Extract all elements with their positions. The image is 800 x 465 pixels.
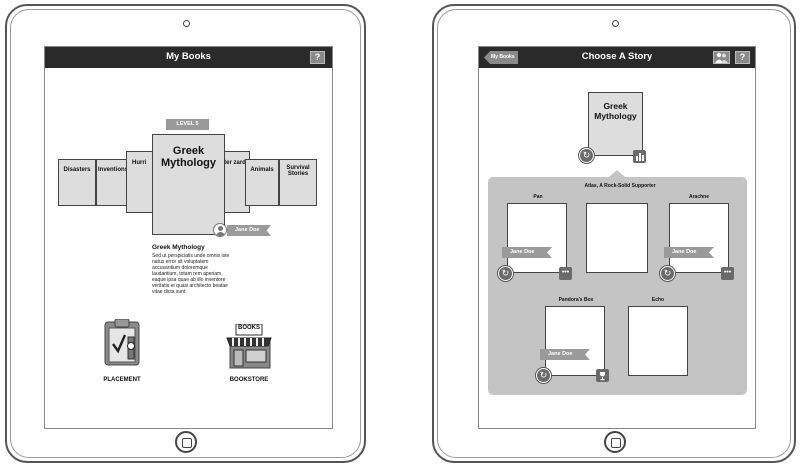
- user-name-ribbon: Jane Doe: [502, 247, 552, 258]
- book-disasters[interactable]: Disasters: [58, 159, 96, 206]
- replay-icon[interactable]: ↻: [579, 148, 594, 163]
- nav-bar: My Books ?: [45, 47, 332, 68]
- camera-icon: [183, 20, 190, 27]
- page-title: Choose A Story: [581, 51, 653, 62]
- book-survival-stories[interactable]: Survival Stories: [279, 159, 317, 206]
- clipboard-check-icon[interactable]: [103, 318, 141, 367]
- my-books-screen: My Books ? LEVEL 5 Disasters Inventions …: [44, 46, 333, 429]
- choose-a-story-screen: My Books Choose A Story ? Greek Mytholog…: [478, 46, 756, 429]
- selected-book: Greek Mythology: [588, 92, 643, 156]
- left-tablet-frame: My Books ? LEVEL 5 Disasters Inventions …: [5, 4, 366, 463]
- book-greek-mythology-featured[interactable]: Greek Mythology: [152, 134, 225, 235]
- user-name-ribbon: Jane Doe: [540, 349, 590, 360]
- switch-user-button[interactable]: [713, 51, 730, 64]
- book-animals[interactable]: Animals: [245, 159, 279, 206]
- description-title: Greek Mythology: [152, 244, 205, 251]
- replay-icon[interactable]: ↻: [536, 368, 551, 383]
- help-button[interactable]: ?: [310, 51, 325, 64]
- stories-panel: Pan Jane Doe ↻ ••• Atlas, A Rock-Solid S…: [488, 170, 747, 395]
- home-button[interactable]: [175, 431, 197, 453]
- bookstore-label: BOOKSTORE: [229, 377, 269, 383]
- bookstore-icon[interactable]: BOOKS: [224, 323, 274, 370]
- story-title-atlas: Atlas, A Rock-Solid Supporter: [584, 183, 656, 189]
- back-button[interactable]: My Books: [484, 51, 518, 64]
- camera-icon: [612, 20, 619, 27]
- story-card-pandoras-box[interactable]: [545, 306, 605, 376]
- help-button[interactable]: ?: [735, 51, 750, 64]
- story-title-echo: Echo: [651, 297, 665, 303]
- story-card-atlas[interactable]: [586, 203, 648, 273]
- home-button[interactable]: [604, 431, 626, 453]
- page-title: My Books: [166, 51, 211, 62]
- description-body: Sed ut perspiciatis unde omnis iste natu…: [152, 253, 230, 295]
- nav-bar: My Books Choose A Story ?: [479, 47, 755, 68]
- story-title-arachne: Arachne: [688, 194, 709, 200]
- user-name-ribbon: Jane Doe: [227, 225, 271, 236]
- book-hurricanes[interactable]: Hurri: [126, 151, 156, 213]
- avatar: [213, 223, 227, 237]
- placement-label: PLACEMENT: [103, 377, 141, 383]
- more-options-icon[interactable]: •••: [721, 267, 734, 280]
- story-title-pandoras-box: Pandora's Box: [558, 297, 594, 303]
- book-inventions[interactable]: Inventions: [96, 159, 130, 206]
- user-name-ribbon: Jane Doe: [664, 247, 714, 258]
- story-card-echo[interactable]: [628, 306, 688, 376]
- replay-icon[interactable]: ↻: [660, 266, 675, 281]
- stats-chart-icon[interactable]: [633, 150, 646, 163]
- replay-icon[interactable]: ↻: [498, 266, 513, 281]
- bookstore-sign-text: BOOKS: [237, 325, 260, 331]
- more-options-icon[interactable]: •••: [559, 267, 572, 280]
- trophy-icon[interactable]: [596, 369, 609, 382]
- level-badge: LEVEL 5: [166, 119, 209, 130]
- panel-pointer: [609, 170, 625, 177]
- story-card-arachne[interactable]: [669, 203, 729, 273]
- story-card-pan[interactable]: [507, 203, 567, 273]
- users-icon: [715, 52, 728, 63]
- right-tablet-frame: My Books Choose A Story ? Greek Mytholog…: [432, 4, 796, 463]
- story-title-pan: Pan: [533, 194, 543, 200]
